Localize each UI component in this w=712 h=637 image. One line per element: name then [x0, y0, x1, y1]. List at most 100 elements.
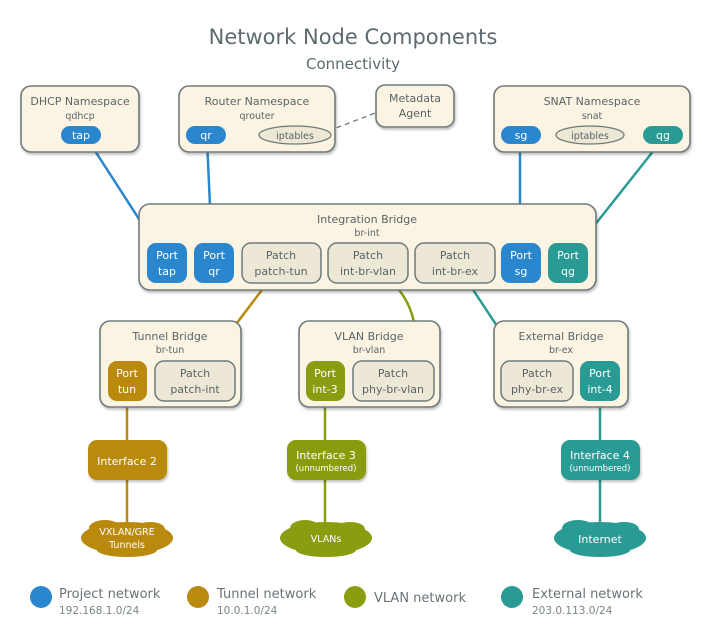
integration-bridge-title: Integration Bridge — [317, 213, 417, 226]
int-port-qg[interactable] — [548, 243, 588, 283]
int-patch-br-ex-l2: int-br-ex — [432, 265, 479, 278]
legend-project-name: Project network — [59, 587, 161, 602]
cloud-vlans: VLANs — [280, 520, 372, 557]
snat-sg-port[interactable] — [501, 126, 541, 144]
dhcp-tap-port[interactable] — [61, 126, 101, 144]
int-patch-br-vlan-l1: Patch — [353, 249, 383, 262]
snat-qg-port[interactable] — [643, 126, 683, 144]
metadata-agent-line2: Agent — [399, 107, 432, 120]
router-namespace[interactable]: Router Namespace qrouter qr iptables — [178, 85, 336, 153]
tun-patch-l2: patch-int — [170, 383, 220, 396]
interface-4[interactable]: Interface 4 (unnumbered) — [561, 440, 640, 480]
ex-patch-l1: Patch — [522, 367, 552, 380]
int-patch-br-vlan-l2: int-br-vlan — [340, 265, 396, 278]
ex-int4-port[interactable] — [580, 361, 620, 401]
int-port-qr[interactable] — [194, 243, 234, 283]
tun-port-l2: tun — [118, 383, 136, 396]
int-port-qg-l2: qg — [561, 265, 575, 278]
legend-project-subnet: 192.168.1.0/24 — [59, 605, 140, 617]
vlan-patch-l1: Patch — [378, 367, 408, 380]
int-port-sg[interactable] — [501, 243, 541, 283]
snat-sg-label: sg — [515, 129, 528, 142]
legend-tunnel-swatch — [187, 586, 209, 608]
int-port-sg-l2: sg — [515, 265, 528, 278]
interface-3[interactable]: Interface 3 (unnumbered) — [287, 440, 366, 480]
tunnel-bridge[interactable]: Tunnel Bridge br-tun Port tun Patch patc… — [99, 320, 242, 408]
legend-tunnel-name: Tunnel network — [216, 587, 317, 602]
snat-namespace[interactable]: SNAT Namespace snat sg iptables qg — [493, 85, 691, 153]
int-patch-br-ex-l1: Patch — [440, 249, 470, 262]
interface-4-sub: (unnumbered) — [569, 464, 630, 474]
ex-patch-phy[interactable] — [500, 360, 574, 402]
metadata-agent-line1: Metadata — [389, 92, 441, 105]
legend-external-name: External network — [532, 587, 643, 602]
ex-port-l2: int-4 — [587, 383, 612, 396]
cloud-vxlan-gre: VXLAN/GRE Tunnels — [81, 520, 173, 557]
dhcp-namespace-title: DHCP Namespace — [30, 95, 130, 108]
interface-3-label: Interface 3 — [296, 449, 356, 462]
vlan-int3-port[interactable] — [306, 361, 345, 401]
legend-vlan-swatch — [344, 586, 366, 608]
int-port-qr-l2: qr — [208, 265, 220, 278]
legend-project-swatch — [30, 586, 52, 608]
legend-item-vlan: VLAN network — [344, 586, 466, 608]
interface-2[interactable]: Interface 2 — [88, 440, 167, 480]
legend-external-swatch — [501, 586, 523, 608]
vlan-bridge-title: VLAN Bridge — [334, 330, 403, 343]
legend-vlan-name: VLAN network — [374, 591, 466, 606]
dhcp-tap-label: tap — [72, 129, 90, 142]
vlan-bridge[interactable]: VLAN Bridge br-vlan Port int-3 Patch phy… — [298, 320, 441, 408]
integration-bridge[interactable]: Integration Bridge br-int Port tap Port … — [138, 203, 597, 291]
interface-4-label: Interface 4 — [570, 449, 630, 462]
snat-iptables-cloud: iptables — [555, 125, 625, 145]
tun-port[interactable] — [108, 361, 147, 401]
snat-namespace-sub: snat — [582, 111, 603, 122]
dhcp-namespace[interactable]: DHCP Namespace qdhcp tap — [20, 85, 140, 153]
cloud-internet: Internet — [554, 520, 646, 557]
interface-3-sub: (unnumbered) — [295, 464, 356, 474]
tun-patch-int[interactable] — [154, 360, 236, 402]
external-bridge[interactable]: External Bridge br-ex Patch phy-br-ex Po… — [493, 320, 629, 408]
vlan-patch-l2: phy-br-vlan — [362, 383, 424, 396]
snat-namespace-title: SNAT Namespace — [544, 95, 641, 108]
metadata-agent[interactable]: Metadata Agent — [375, 84, 455, 128]
cloud-vlans-label: VLANs — [311, 534, 342, 545]
dhcp-namespace-sub: qdhcp — [65, 111, 94, 122]
tunnel-bridge-sub: br-tun — [156, 345, 185, 356]
int-port-sg-l1: Port — [510, 249, 532, 262]
vlan-bridge-sub: br-vlan — [353, 345, 386, 356]
int-port-tap-l1: Port — [156, 249, 178, 262]
tunnel-bridge-title: Tunnel Bridge — [131, 330, 207, 343]
int-patch-tun-l1: Patch — [266, 249, 296, 262]
diagram-subtitle: Connectivity — [306, 55, 400, 73]
int-patch-br-ex[interactable] — [414, 242, 496, 284]
router-qr-port[interactable] — [186, 126, 226, 144]
external-bridge-title: External Bridge — [519, 330, 604, 343]
cloud-internet-label: Internet — [578, 533, 622, 546]
int-port-qg-l1: Port — [557, 249, 579, 262]
int-patch-br-vlan[interactable] — [327, 242, 409, 284]
router-namespace-title: Router Namespace — [205, 95, 310, 108]
router-iptables-label: iptables — [276, 131, 314, 142]
int-port-tap[interactable] — [147, 243, 187, 283]
cloud-vxlan-l2: Tunnels — [108, 540, 145, 551]
legend-item-external: External network 203.0.113.0/24 — [501, 586, 643, 617]
ex-port-l1: Port — [589, 367, 611, 380]
legend-item-project: Project network 192.168.1.0/24 — [30, 586, 161, 617]
ex-patch-l2: phy-br-ex — [511, 383, 564, 396]
int-patch-tun-l2: patch-tun — [254, 265, 307, 278]
tun-patch-l1: Patch — [180, 367, 210, 380]
cloud-vxlan-l1: VXLAN/GRE — [99, 527, 154, 538]
vlan-port-l2: int-3 — [312, 383, 337, 396]
int-port-tap-l2: tap — [158, 265, 176, 278]
legend-item-tunnel: Tunnel network 10.0.1.0/24 — [187, 586, 317, 617]
external-bridge-sub: br-ex — [549, 345, 573, 356]
diagram-title: Network Node Components — [209, 25, 498, 49]
vlan-patch-phy[interactable] — [352, 360, 435, 402]
tun-port-l1: Port — [116, 367, 138, 380]
router-qr-label: qr — [200, 129, 212, 142]
vlan-port-l1: Port — [314, 367, 336, 380]
int-patch-tun[interactable] — [241, 242, 322, 284]
snat-qg-label: qg — [656, 129, 670, 142]
